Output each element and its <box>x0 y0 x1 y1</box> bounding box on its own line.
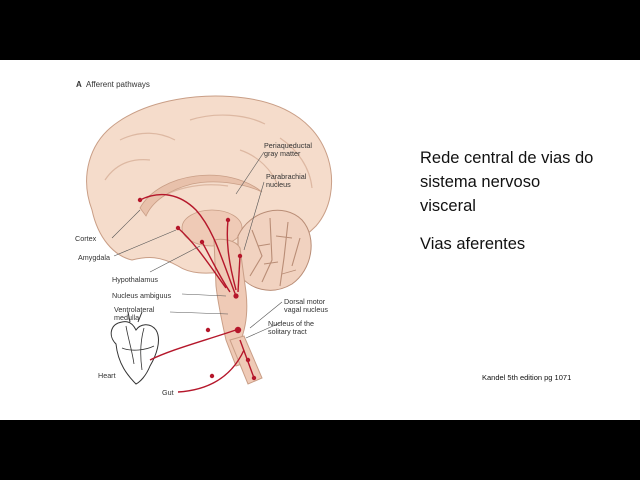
panel-title: Afferent pathways <box>86 80 150 89</box>
label-heart: Heart <box>98 371 116 380</box>
label-pag-2: gray matter <box>264 149 301 158</box>
brain-pathway-figure: A Afferent pathways <box>0 60 640 420</box>
label-nts-2: solitary tract <box>268 327 307 336</box>
slide-subheading: Vias aferentes <box>420 232 525 256</box>
label-dmv-2: vagal nucleus <box>284 305 328 314</box>
label-hypothalamus: Hypothalamus <box>112 275 158 284</box>
label-amygdala: Amygdala <box>78 253 110 262</box>
label-parabrachial-2: nucleus <box>266 180 291 189</box>
heart-illustration <box>111 312 158 384</box>
letterbox-bottom <box>0 420 640 480</box>
label-nucleus-ambiguus: Nucleus ambiguus <box>112 291 172 300</box>
panel-letter: A <box>76 80 82 89</box>
slide: A Afferent pathways <box>0 60 640 420</box>
label-cortex: Cortex <box>75 234 97 243</box>
pathway-heart <box>150 330 236 360</box>
label-vlm-2: medulla <box>114 313 139 322</box>
heading-line-2: sistema nervoso <box>420 170 635 194</box>
heading-line-1: Rede central de vias do <box>420 146 635 170</box>
letterbox-top <box>0 0 640 60</box>
label-gut: Gut <box>162 388 174 397</box>
slide-heading: Rede central de vias do sistema nervoso … <box>420 146 635 218</box>
heading-line-3: visceral <box>420 194 635 218</box>
cerebellum <box>238 210 311 290</box>
citation: Kandel 5th edition pg 1071 <box>482 373 571 382</box>
